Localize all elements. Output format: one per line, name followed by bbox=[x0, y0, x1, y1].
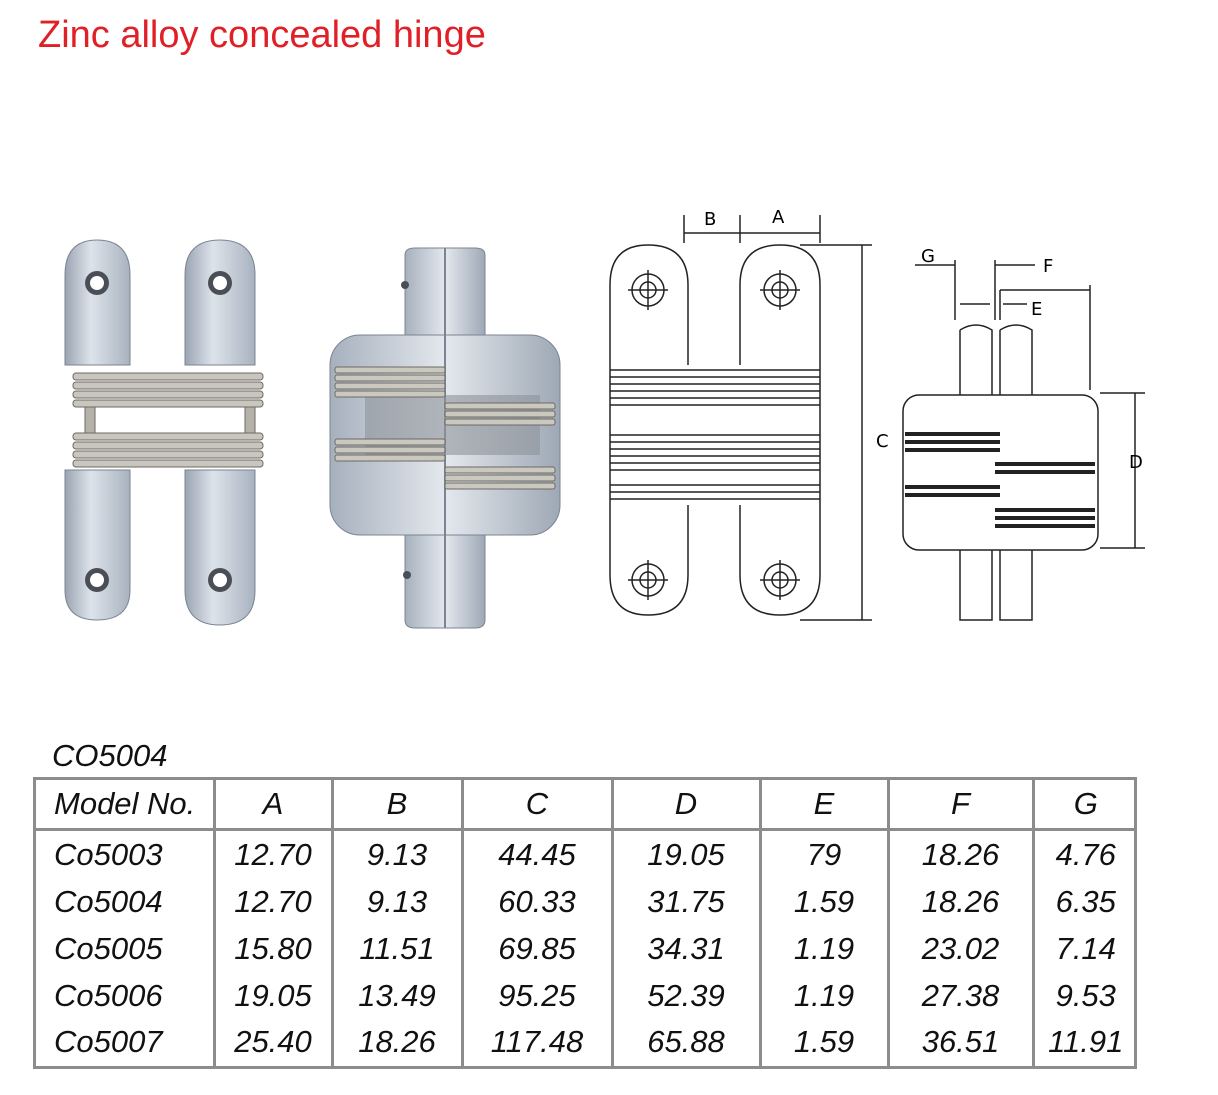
dim-label-f: F bbox=[1043, 256, 1053, 277]
table-cell: 25.40 bbox=[214, 1018, 334, 1066]
table-cell: 60.33 bbox=[462, 878, 614, 926]
column-header: A bbox=[214, 780, 334, 831]
table-cell: 9.13 bbox=[332, 878, 464, 926]
table-cell: 4.76 bbox=[1055, 836, 1116, 872]
column-header: C bbox=[462, 780, 614, 831]
table-cell: 11.91 bbox=[1048, 1024, 1124, 1060]
table-cell: 1.19 bbox=[760, 972, 890, 1019]
table-cell: Co5005 bbox=[36, 925, 216, 973]
table-cell: 9.53 bbox=[1055, 977, 1116, 1013]
table-row: Co5006 19.05 13.49 95.25 52.39 1.19 27.3… bbox=[36, 972, 1137, 1019]
table-cell: 117.48 bbox=[462, 1018, 614, 1066]
table-cell: 95.25 bbox=[462, 972, 614, 1019]
column-header: G bbox=[1033, 780, 1137, 831]
table-cell: 18.26 bbox=[888, 878, 1035, 926]
table-cell: 27.38 bbox=[888, 972, 1035, 1019]
table-cell: 19.05 bbox=[612, 829, 762, 879]
model-subtitle: CO5004 bbox=[52, 738, 168, 773]
column-header: B bbox=[332, 780, 464, 831]
table-cell: 18.26 bbox=[332, 1018, 464, 1066]
spec-table-frame: Model No. A B C D E F G Co5003 12.70 9.1… bbox=[33, 777, 1137, 1069]
column-header: E bbox=[760, 780, 890, 831]
table-cell: 12.70 bbox=[214, 878, 334, 926]
dim-label-b: B bbox=[704, 209, 716, 230]
table-cell: Co5004 bbox=[36, 878, 216, 926]
table-cell: 18.26 bbox=[888, 829, 1035, 879]
table-cell: 1.19 bbox=[760, 925, 890, 973]
table-cell: 36.51 bbox=[888, 1018, 1035, 1066]
table-cell: 52.39 bbox=[612, 972, 762, 1019]
table-cell: 23.02 bbox=[888, 925, 1035, 973]
page-title: Zinc alloy concealed hinge bbox=[38, 14, 486, 56]
hinge-photo-closed bbox=[329, 247, 561, 629]
column-header: Model No. bbox=[36, 780, 216, 831]
spec-table: Model No. A B C D E F G Co5003 12.70 9.1… bbox=[36, 780, 1137, 1066]
table-cell: 79 bbox=[760, 829, 890, 879]
hinge-photo-open bbox=[64, 239, 264, 626]
table-cell: Co5006 bbox=[36, 972, 216, 1019]
table-cell: Co5003 bbox=[36, 829, 216, 879]
column-header: D bbox=[612, 780, 762, 831]
table-cell: 7.14 bbox=[1055, 930, 1116, 966]
table-cell: 13.49 bbox=[332, 972, 464, 1019]
table-cell: 31.75 bbox=[612, 878, 762, 926]
table-cell: 69.85 bbox=[462, 925, 614, 973]
column-header: F bbox=[888, 780, 1035, 831]
table-cell: 44.45 bbox=[462, 829, 614, 879]
table-row: Co5004 12.70 9.13 60.33 31.75 1.59 18.26… bbox=[36, 878, 1137, 926]
dim-label-c: C bbox=[876, 431, 889, 452]
table-cell: 15.80 bbox=[214, 925, 334, 973]
table-cell: 9.13 bbox=[332, 829, 464, 879]
table-cell: 12.70 bbox=[214, 829, 334, 879]
hinge-front-drawing: B A C bbox=[609, 207, 889, 621]
table-cell: Co5007 bbox=[36, 1018, 216, 1066]
table-row: Co5007 25.40 18.26 117.48 65.88 1.59 36.… bbox=[36, 1018, 1137, 1066]
dim-label-g: G bbox=[921, 246, 935, 267]
table-cell: 6.35 bbox=[1055, 883, 1116, 919]
table-cell: 19.05 bbox=[214, 972, 334, 1019]
dim-label-e: E bbox=[1031, 299, 1042, 320]
table-cell: 34.31 bbox=[612, 925, 762, 973]
table-cell: 1.59 bbox=[760, 1018, 890, 1066]
table-row: Co5003 12.70 9.13 44.45 19.05 79 18.26 4… bbox=[36, 829, 1137, 879]
dim-label-a: A bbox=[772, 207, 785, 228]
table-cell: 65.88 bbox=[612, 1018, 762, 1066]
hinge-side-drawing: G F E D bbox=[902, 246, 1145, 621]
table-cell: 11.51 bbox=[332, 925, 464, 973]
table-header-row: Model No. A B C D E F G bbox=[36, 780, 1137, 831]
dim-label-d: D bbox=[1129, 452, 1143, 473]
table-row: Co5005 15.80 11.51 69.85 34.31 1.19 23.0… bbox=[36, 925, 1137, 973]
table-cell: 1.59 bbox=[760, 878, 890, 926]
